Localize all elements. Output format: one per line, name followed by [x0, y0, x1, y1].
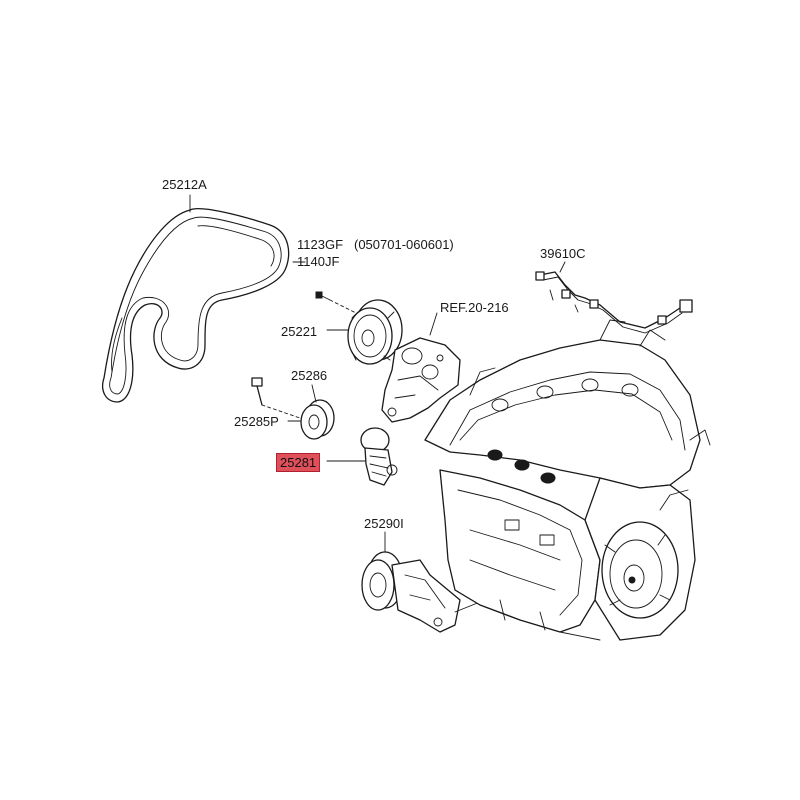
callout-bolt-main: 1123GF	[297, 237, 344, 252]
belt-tensioner	[360, 427, 398, 486]
callout-tensioner-highlighted: 25281	[276, 453, 321, 472]
idler-bolt	[251, 377, 301, 419]
callout-belt: 25212A	[162, 177, 207, 192]
engine-block	[424, 319, 711, 641]
drive-belt	[102, 208, 290, 403]
callout-ref: REF.20-216	[440, 300, 509, 315]
callout-idler-bolt: 25285P	[234, 414, 279, 429]
pulley-bolt	[315, 291, 359, 315]
idler-leader	[311, 384, 317, 403]
ref-leader	[429, 312, 438, 336]
damper-pulley-bracket	[361, 551, 491, 633]
water-pump-pulley	[347, 299, 403, 365]
idler-pulley	[300, 399, 335, 440]
callout-damper: 25290I	[364, 516, 404, 531]
wiring-harness	[535, 271, 693, 334]
water-pump	[381, 337, 461, 423]
callout-harness: 39610C	[540, 246, 586, 261]
callout-bolt-range: (050701-060601)	[354, 237, 454, 252]
callout-bolt-alt: 1140JF	[297, 254, 340, 269]
harness-leader	[559, 261, 566, 273]
callout-idler: 25286	[291, 368, 328, 383]
callout-pulley: 25221	[281, 324, 318, 339]
